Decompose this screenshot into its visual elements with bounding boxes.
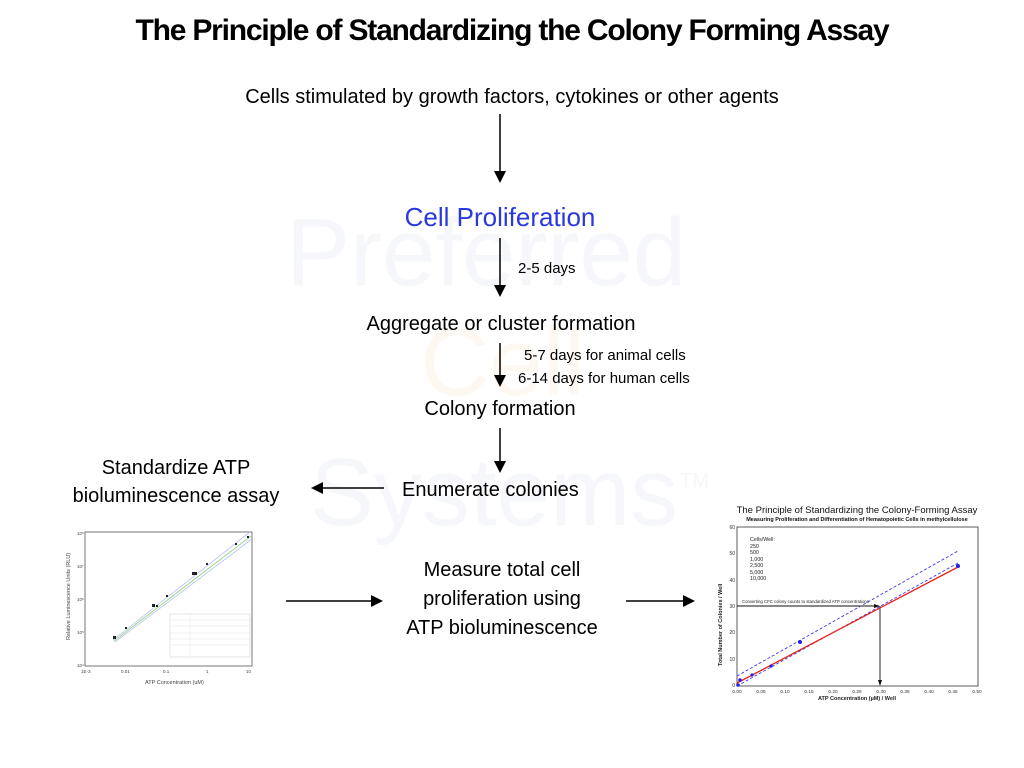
svg-text:0.10: 0.10	[780, 689, 790, 695]
step-aggregate-formation: Aggregate or cluster formation	[366, 313, 636, 335]
svg-text:0.30: 0.30	[876, 689, 886, 695]
watermark-systems: Systems	[310, 439, 679, 546]
svg-text:250: 250	[750, 544, 759, 550]
measure-line1: Measure total cell	[423, 559, 581, 581]
svg-text:0.15: 0.15	[804, 689, 814, 695]
duration-human-cells: 6-14 days for human cells	[518, 370, 690, 387]
svg-text:0.1: 0.1	[163, 669, 170, 674]
svg-text:0.50: 0.50	[972, 689, 982, 695]
step-cell-proliferation: Cell Proliferation	[404, 202, 596, 232]
measure-line3: ATP bioluminescence	[406, 617, 598, 639]
svg-text:The Principle of Standardizing: The Principle of Standardizing the Colon…	[737, 505, 978, 516]
svg-text:10,000: 10,000	[750, 576, 766, 582]
svg-text:50: 50	[729, 551, 735, 557]
svg-text:0.20: 0.20	[828, 689, 838, 695]
duration-2-5-days: 2-5 days	[518, 260, 576, 277]
svg-text:30: 30	[729, 604, 735, 610]
svg-text:0: 0	[732, 683, 735, 689]
svg-text:10: 10	[246, 669, 252, 674]
svg-text:10⁶: 10⁶	[77, 597, 84, 602]
watermark-tm: TM	[680, 470, 709, 492]
svg-text:1,000: 1,000	[750, 557, 763, 563]
svg-text:ATP Concentration (uM): ATP Concentration (uM)	[145, 680, 204, 686]
duration-animal-cells: 5-7 days for animal cells	[524, 347, 686, 364]
svg-text:0.35: 0.35	[900, 689, 910, 695]
measure-line2: proliferation using	[423, 588, 581, 610]
svg-text:0.00: 0.00	[732, 689, 742, 695]
side-standardize-line1: Standardize ATP	[101, 457, 251, 479]
svg-text:0.25: 0.25	[852, 689, 862, 695]
svg-text:10: 10	[729, 657, 735, 663]
svg-text:0.40: 0.40	[924, 689, 934, 695]
svg-text:0.45: 0.45	[948, 689, 958, 695]
svg-text:60: 60	[729, 525, 735, 531]
step-cells-stimulated: Cells stimulated by growth factors, cyto…	[245, 86, 779, 108]
svg-text:10⁵: 10⁵	[77, 630, 84, 635]
svg-text:Cells/Well:: Cells/Well:	[750, 537, 775, 543]
svg-text:1E-3: 1E-3	[81, 669, 91, 674]
svg-text:5,000: 5,000	[750, 570, 763, 576]
fit-stats-table	[169, 613, 251, 658]
svg-text:500: 500	[750, 550, 759, 556]
svg-text:20: 20	[729, 630, 735, 636]
page-title: The Principle of Standardizing the Colon…	[135, 14, 890, 47]
svg-text:Relative Luminescence Units (R: Relative Luminescence Units (RLU)	[66, 553, 72, 640]
side-standardize-line2: bioluminescence assay	[72, 485, 280, 507]
watermark-cell: Cell	[420, 309, 586, 416]
svg-text:0.01: 0.01	[121, 669, 130, 674]
step-enumerate-colonies: Enumerate colonies	[402, 479, 579, 501]
svg-text:0.05: 0.05	[756, 689, 766, 695]
svg-text:Measuring Proliferation and Di: Measuring Proliferation and Differentiat…	[746, 517, 968, 523]
svg-text:ATP Concentration (µM) / Well: ATP Concentration (µM) / Well	[818, 696, 897, 702]
svg-text:2,500: 2,500	[750, 563, 763, 569]
svg-text:10⁸: 10⁸	[77, 531, 84, 536]
svg-text:10⁴: 10⁴	[77, 663, 84, 668]
svg-text:1: 1	[206, 669, 209, 674]
watermark-preferred: Preferred	[286, 199, 687, 306]
svg-text:40: 40	[729, 578, 735, 584]
step-colony-formation: Colony formation	[424, 398, 576, 420]
svg-text:10⁷: 10⁷	[77, 564, 84, 569]
svg-text:Converting CFC colony counts t: Converting CFC colony counts to standard…	[742, 599, 869, 604]
svg-text:Total Number of Colonies / Wel: Total Number of Colonies / Well	[718, 583, 724, 666]
